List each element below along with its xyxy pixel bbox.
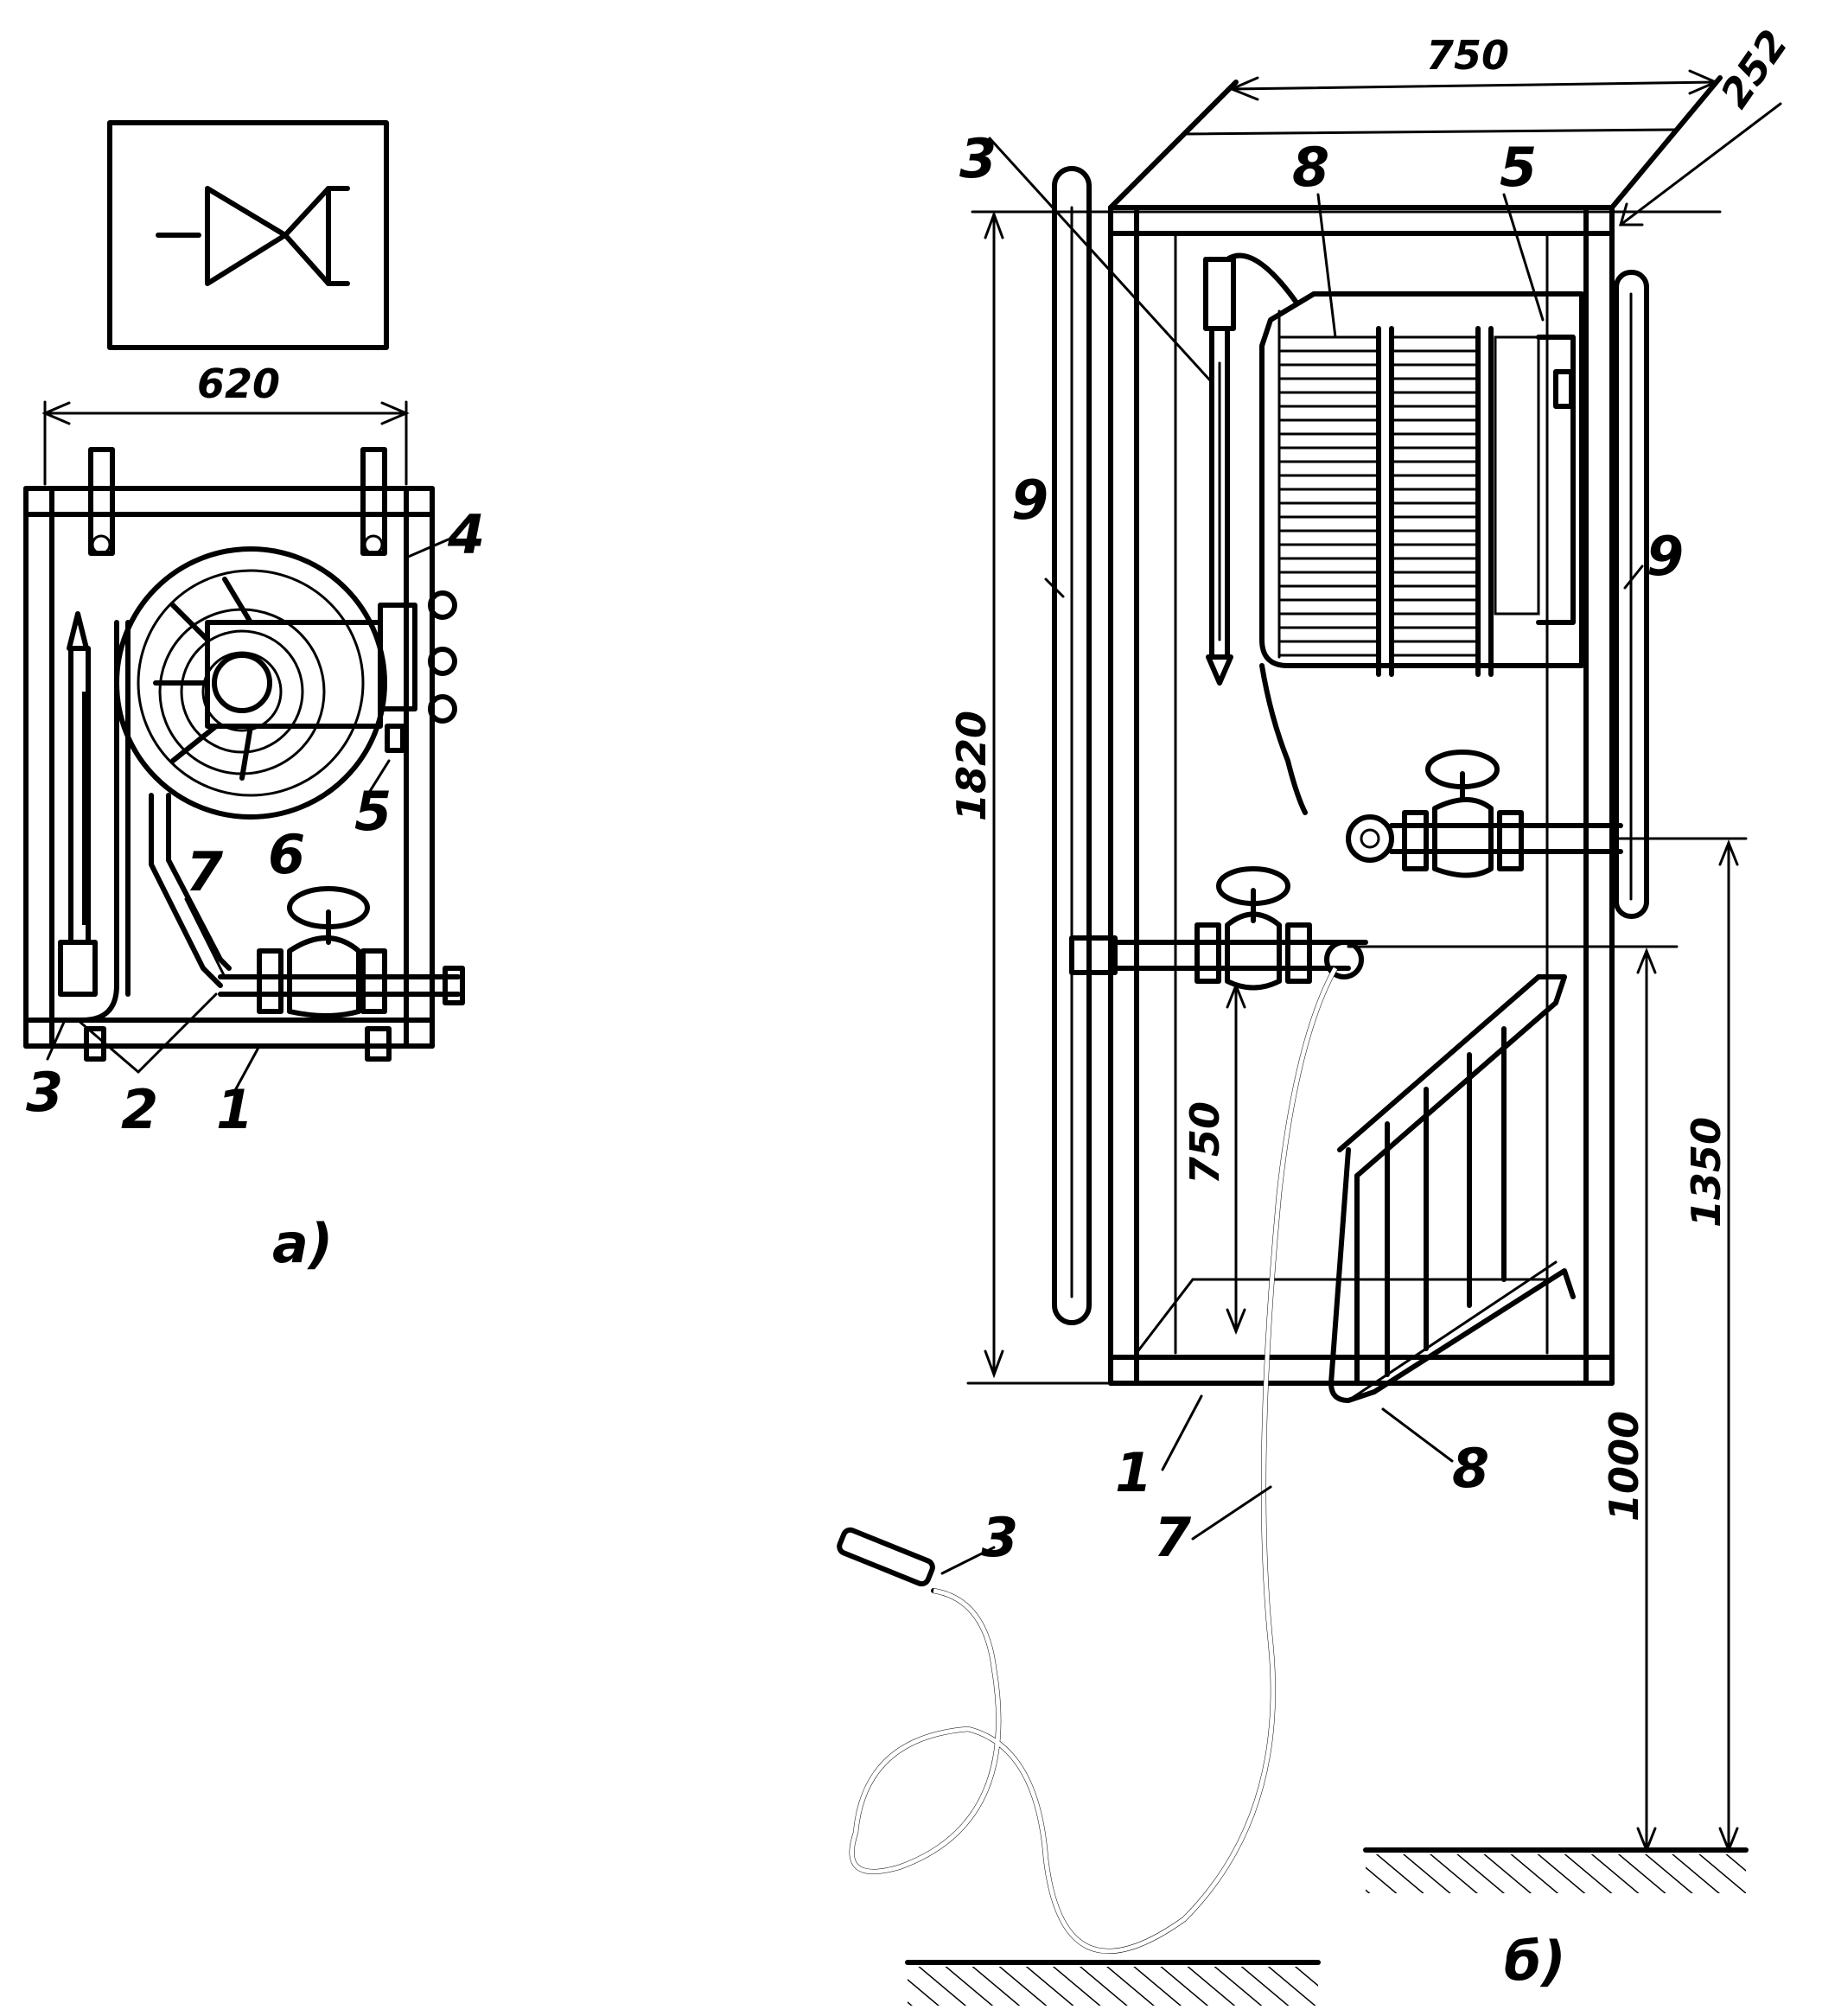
radiator bbox=[1259, 291, 1584, 677]
pipe-9-left bbox=[1052, 166, 1092, 1325]
callout-b-8-top: 8 bbox=[1292, 136, 1329, 199]
radiator-fins bbox=[1279, 335, 1478, 657]
dim-750-vertical: 750 bbox=[1182, 1101, 1228, 1184]
caption-a: a) bbox=[272, 1212, 333, 1275]
thermometer bbox=[1203, 252, 1299, 686]
lower-valve bbox=[1069, 866, 1368, 991]
callout-b-9-left: 9 bbox=[1011, 469, 1048, 532]
caption-b: б) bbox=[1504, 1930, 1566, 1993]
pipe-9-right bbox=[1614, 270, 1649, 919]
callout-b-9-right: 9 bbox=[1647, 525, 1684, 588]
callout-b-3-top: 3 bbox=[959, 127, 997, 190]
dim-1000: 1000 bbox=[1601, 1411, 1647, 1522]
callout-b-7: 7 bbox=[1154, 1506, 1192, 1569]
callout-6: 6 bbox=[268, 823, 305, 886]
callout-7: 7 bbox=[186, 840, 224, 903]
ground-right bbox=[1363, 1847, 1749, 1893]
callout-b-8-bottom: 8 bbox=[1452, 1437, 1489, 1500]
callout-5: 5 bbox=[354, 780, 392, 843]
dim-1350: 1350 bbox=[1683, 1117, 1730, 1228]
callout-3: 3 bbox=[26, 1061, 63, 1124]
dim-750-top: 750 bbox=[1426, 32, 1509, 79]
upper-valve bbox=[1346, 750, 1623, 878]
dim-252: 252 bbox=[1711, 22, 1797, 117]
callout-b-3-hose: 3 bbox=[981, 1506, 1018, 1569]
ground-left bbox=[905, 1960, 1321, 2006]
callout-b-1: 1 bbox=[1115, 1441, 1152, 1504]
step-ladder bbox=[1328, 974, 1576, 1403]
valve-symbol bbox=[107, 120, 389, 350]
callout-1: 1 bbox=[216, 1078, 253, 1141]
burner-disc bbox=[114, 546, 387, 820]
gauge-tube bbox=[58, 611, 131, 1023]
callout-2: 2 bbox=[121, 1078, 158, 1141]
view-b-cabinet: 750 252 bbox=[837, 22, 1797, 2006]
callout-b-5: 5 bbox=[1500, 136, 1537, 199]
gas-hose bbox=[837, 966, 1338, 1954]
callout-4: 4 bbox=[447, 503, 485, 566]
view-a-cabinet: 620 bbox=[23, 360, 485, 1275]
dim-1820: 1820 bbox=[948, 711, 995, 821]
dim-620: 620 bbox=[197, 360, 280, 407]
view-a-valve bbox=[218, 886, 465, 1018]
